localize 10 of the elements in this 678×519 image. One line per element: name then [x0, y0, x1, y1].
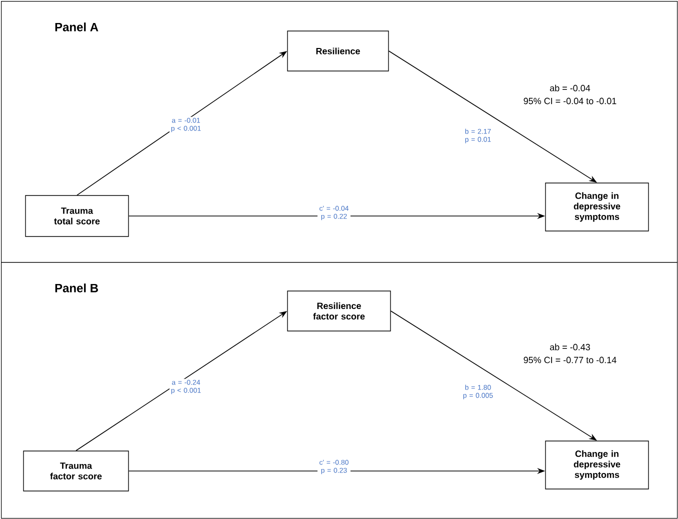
variable-box: Change in depressive symptoms — [545, 182, 649, 232]
statistic-text: ab = -0.04 — [550, 84, 590, 92]
statistic-text: ab = -0.43 — [550, 344, 590, 350]
variable-box: Resilience — [287, 30, 389, 72]
variable-box: Resilience factor score — [287, 290, 391, 332]
variable-box: Trauma total score — [25, 195, 129, 237]
variable-box: Trauma factor score — [23, 450, 129, 492]
statistic-text: 95% CI = -0.04 to -0.01 — [524, 98, 616, 104]
statistic-text: 95% CI = -0.77 to -0.14 — [524, 356, 616, 364]
variable-box: Change in depressive symptoms — [545, 440, 649, 490]
